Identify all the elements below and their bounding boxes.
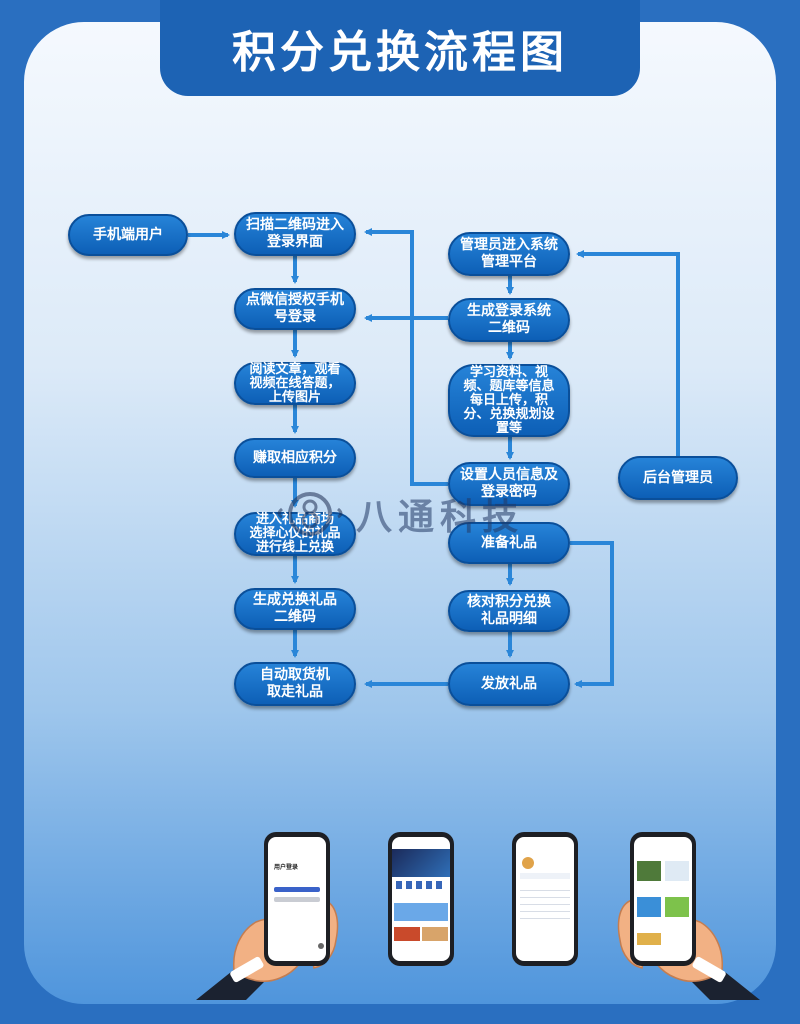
node-enter-mall: 进入礼品商场 选择心仪的礼品 进行线上兑换 <box>234 512 356 556</box>
phone-login: 用户登录 <box>264 832 330 966</box>
node-distribute-gifts: 发放礼品 <box>448 662 570 706</box>
profile-stats-bar <box>520 873 570 879</box>
phone-mall <box>630 832 696 966</box>
mall-product-1 <box>637 861 661 881</box>
mall-product-4 <box>665 897 689 917</box>
home-blue-card <box>394 903 448 921</box>
phone-home-screen <box>392 837 450 961</box>
node-mobile-user: 手机端用户 <box>68 214 188 256</box>
mall-product-2 <box>665 861 689 881</box>
node-wechat-login: 点微信授权手机 号登录 <box>234 288 356 330</box>
phone-home <box>388 832 454 966</box>
mall-product-5 <box>637 933 661 945</box>
node-admin-enter: 管理员进入系统 管理平台 <box>448 232 570 276</box>
phone-login-title: 用户登录 <box>274 864 299 871</box>
node-gen-login-qr: 生成登录系统 二维码 <box>448 298 570 342</box>
home-icons-row <box>396 881 446 889</box>
node-read-articles: 阅读文章，观看 视频在线答题， 上传图片 <box>234 362 356 405</box>
node-scan-qr: 扫描二维码进入 登录界面 <box>234 212 356 256</box>
title-banner: 积分兑换流程图 <box>160 0 640 96</box>
phone-login-screen: 用户登录 <box>268 837 326 961</box>
node-verify-points: 核对积分兑换 礼品明细 <box>448 590 570 632</box>
profile-avatar <box>522 857 534 869</box>
help-icon <box>318 943 324 949</box>
phone-profile <box>512 832 578 966</box>
node-vending-pickup: 自动取货机 取走礼品 <box>234 662 356 706</box>
login-secondary-button <box>274 897 320 902</box>
phone-mall-screen <box>634 837 692 961</box>
node-gen-gift-qr: 生成兑换礼品 二维码 <box>234 588 356 630</box>
login-button <box>274 887 320 892</box>
phone-profile-screen <box>516 837 574 961</box>
node-prepare-gifts: 准备礼品 <box>448 522 570 564</box>
mall-product-3 <box>637 897 661 917</box>
profile-menu-grid <box>520 885 570 925</box>
home-image-row <box>394 927 448 941</box>
node-backend-admin: 后台管理员 <box>618 456 738 500</box>
node-earn-points: 赚取相应积分 <box>234 438 356 478</box>
home-banner <box>392 849 450 877</box>
node-set-users: 设置人员信息及 登录密码 <box>448 462 570 506</box>
node-upload-info: 学习资料、视 频、题库等信息 每日上传，积 分、兑换规划设 置等 <box>448 364 570 437</box>
page-title: 积分兑换流程图 <box>232 27 568 78</box>
